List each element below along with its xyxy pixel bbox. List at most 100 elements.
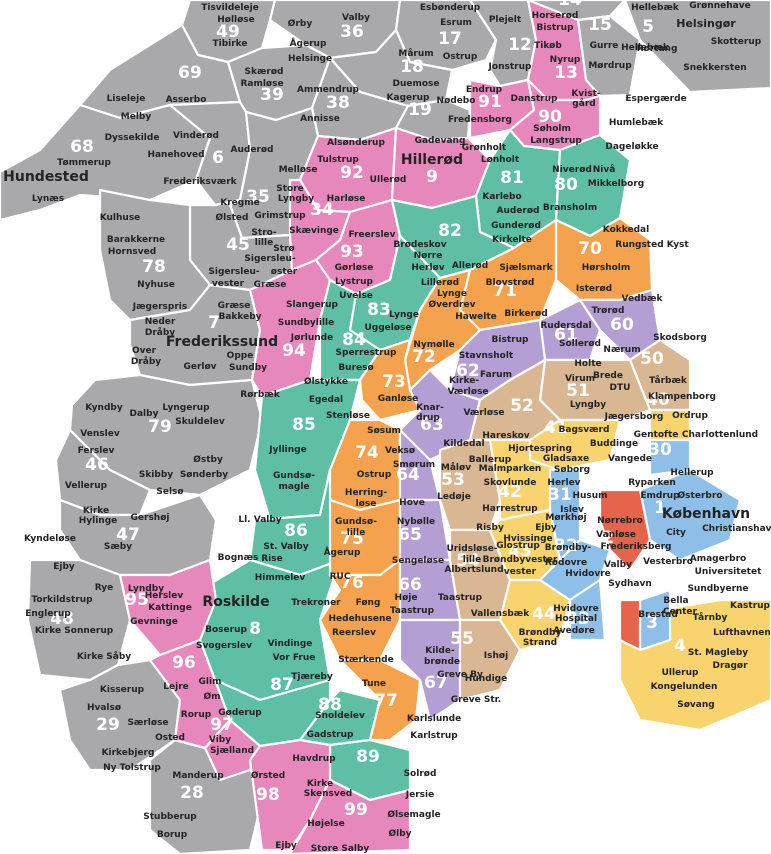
place-name: Taastrup [438, 593, 483, 603]
place-name: Herslev [145, 591, 184, 601]
place-name: Øverdrev [429, 299, 476, 310]
place-name: Tibirke [212, 39, 247, 49]
zone-number-29: 29 [96, 715, 120, 735]
place-name: Grønnehave [689, 1, 750, 11]
place-name: Kulhuse [100, 213, 141, 223]
place-name: Lynæs [32, 194, 64, 204]
zone-number-7: 7 [208, 313, 220, 333]
place-name: Bagsværd [559, 425, 610, 435]
zone-number-47: 47 [116, 525, 140, 545]
zone-area-33[interactable] [568, 578, 607, 642]
place-name: Dageløkke [605, 142, 658, 152]
zone-number-87: 87 [270, 675, 294, 695]
place-name: Græse [218, 301, 251, 311]
place-name: Lyngby [278, 194, 314, 204]
place-name: Farum [480, 370, 512, 380]
place-name: Hjortespring [508, 444, 572, 454]
zone-number-15: 15 [588, 15, 612, 35]
zone-area-red-strip[interactable] [618, 598, 642, 652]
place-name: Tikøb [534, 41, 562, 51]
place-name: Dyssekilde [105, 133, 160, 143]
zone-area-2[interactable] [598, 488, 652, 572]
place-name: Ejby [275, 841, 297, 851]
zone-number-36: 36 [340, 22, 364, 42]
place-name: Brestad [638, 610, 678, 620]
place-name: Osted [155, 733, 185, 743]
place-name: Albertslund [444, 565, 503, 575]
place-name: Jersie [405, 790, 434, 800]
place-name: Brøndbyvester [483, 555, 558, 565]
place-name: Måløv [441, 462, 471, 473]
place-name: Ny Tolstrup [103, 763, 161, 773]
place-name: Ølsted [216, 212, 249, 223]
place-name: Ostrup [443, 52, 478, 62]
zone-number-85: 85 [292, 415, 316, 435]
place-name: Neder [145, 317, 176, 327]
place-name: Glim [199, 677, 222, 687]
place-name: Allerød [452, 261, 488, 271]
place-name: Bransholm [543, 203, 597, 213]
place-name: Kirke [307, 779, 333, 789]
place-name: Ishøj [484, 651, 508, 661]
place-name: Gunderød [491, 221, 541, 231]
zone-number-70: 70 [578, 239, 602, 259]
place-name: Hove [399, 498, 425, 508]
zone-area-99[interactable] [288, 778, 412, 854]
place-name: Holte [574, 359, 601, 369]
place-name: Ramløse [240, 79, 283, 89]
zone-area-48[interactable] [26, 558, 132, 682]
place-name: Hørsholm [582, 263, 631, 273]
place-name: Torkildstrup [31, 595, 93, 605]
zone-area-53[interactable] [438, 438, 502, 532]
place-name: Sydhavn [608, 579, 652, 589]
place-name: Vedbæk [622, 294, 664, 304]
place-name: Sundbyerne [687, 584, 748, 594]
zone-number-92: 92 [340, 163, 364, 183]
place-name: Ågerup [324, 547, 361, 558]
place-name: Asserbo [166, 95, 207, 105]
place-name: Hellerup [670, 468, 714, 478]
place-name: Dråby [131, 356, 161, 367]
zone-number-64: 64 [396, 465, 420, 485]
place-name: Hillerød [401, 152, 463, 168]
place-name: Bakkeby [218, 312, 261, 322]
place-name: Mikkelborg [588, 179, 644, 189]
place-name: Emdrup [640, 491, 680, 501]
place-name: Brødeskov [393, 240, 446, 250]
zone-area-77[interactable] [338, 658, 422, 742]
zone-number-40: 40 [646, 390, 670, 410]
place-name: Sigersleu- [244, 254, 296, 264]
zone-number-55: 55 [450, 629, 474, 649]
zone-number-39: 39 [260, 85, 284, 105]
zone-area-94[interactable] [248, 258, 332, 398]
place-name: Kastrup [730, 601, 771, 611]
place-name: Melløse [279, 165, 318, 175]
place-name: Sundby [229, 363, 267, 373]
place-name: Buresø [338, 363, 373, 373]
place-name: Mørdrup [588, 61, 632, 71]
place-name: Gadevang [415, 136, 466, 146]
place-name: Helsingør [676, 17, 736, 30]
zone-area-51[interactable] [538, 358, 652, 422]
place-name: Ørby [288, 18, 313, 29]
zone-area-55[interactable] [458, 618, 522, 702]
place-name: Roskilde [202, 594, 269, 610]
place-name: Hundested [3, 169, 89, 185]
place-name: brønde [424, 657, 460, 667]
place-name: Hedehusene [329, 614, 392, 624]
place-name: Værløse [447, 387, 488, 397]
place-name: vester [504, 567, 537, 577]
place-name: Skotterup [711, 37, 762, 47]
zone-area-5[interactable] [623, 0, 771, 94]
zone-number-82: 82 [438, 221, 462, 241]
zone-area-95[interactable] [118, 558, 218, 657]
place-name: Karlstrup [410, 731, 458, 741]
place-name: Horserød [532, 11, 579, 21]
zone-number-75: 75 [340, 529, 364, 549]
place-name: Havdrup [292, 754, 336, 764]
zone-number-60: 60 [610, 315, 634, 335]
place-name: Kirkelte [492, 235, 532, 245]
place-name: Rungsted Kyst [615, 240, 689, 250]
place-name: Lønholt [481, 155, 520, 165]
